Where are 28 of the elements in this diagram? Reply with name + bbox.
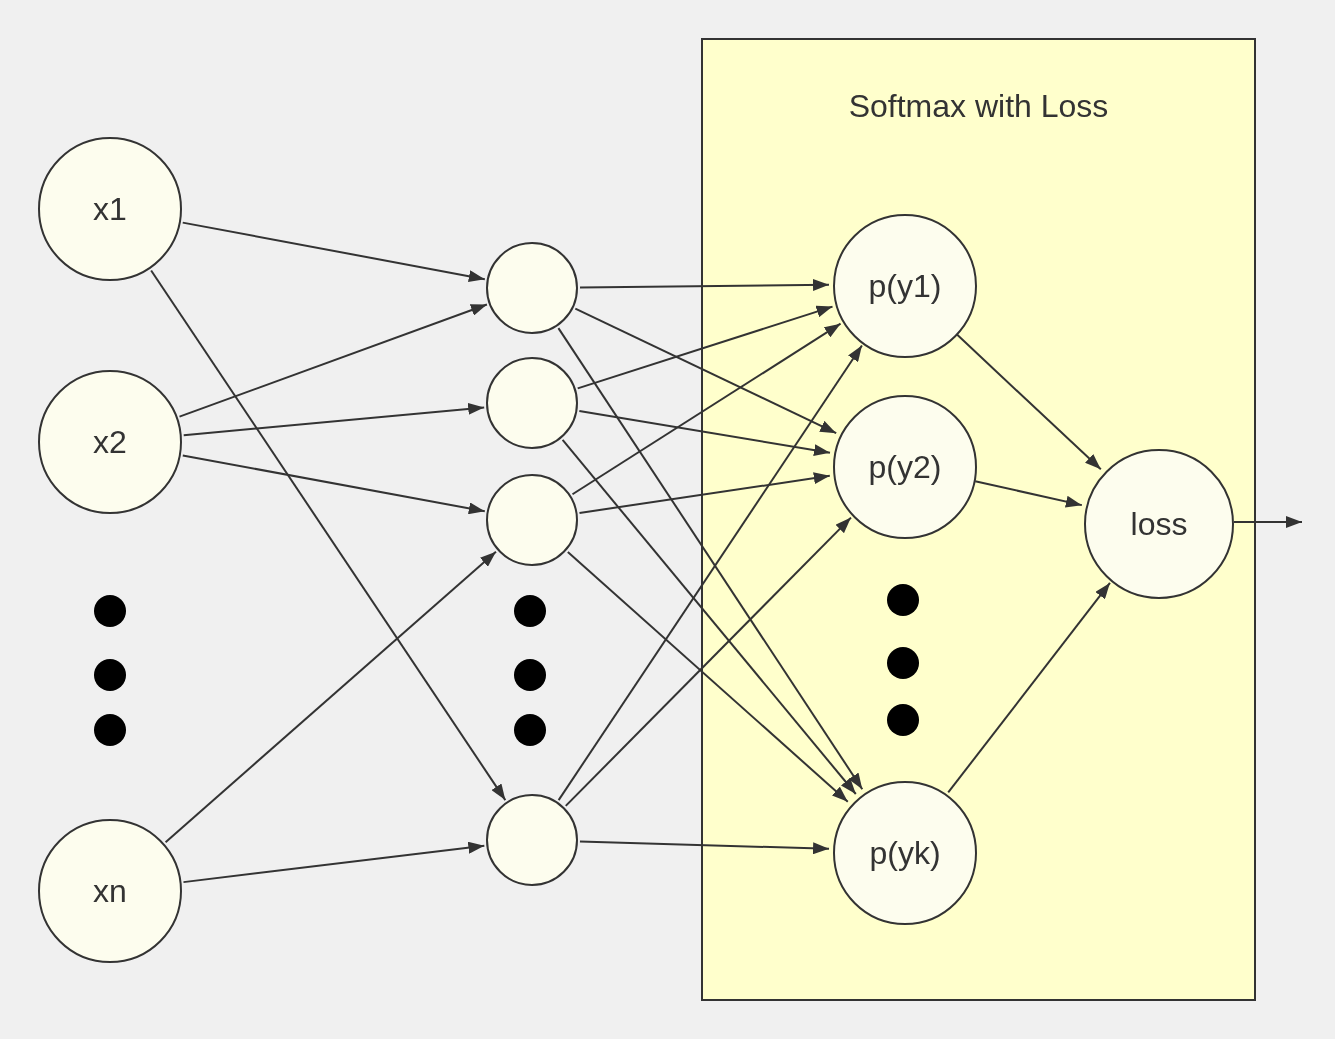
node-label: x1 <box>93 193 127 225</box>
arrow <box>974 480 1083 508</box>
arrow <box>150 269 507 802</box>
arrow <box>579 840 831 855</box>
arrow <box>578 409 831 457</box>
arrow <box>178 303 488 418</box>
arrow <box>164 550 497 844</box>
arrow <box>579 278 830 291</box>
arrow <box>947 581 1111 794</box>
arrow <box>571 322 842 496</box>
arrow <box>561 438 857 795</box>
node-label: p(y2) <box>868 451 942 483</box>
node-label: loss <box>1130 508 1188 540</box>
group-box <box>701 38 1256 1001</box>
arrow <box>182 841 486 884</box>
arrow <box>181 221 486 283</box>
node-label: p(y1) <box>868 270 942 302</box>
node-label: p(yk) <box>869 837 941 869</box>
node-label: x2 <box>93 426 127 458</box>
arrow <box>576 305 834 390</box>
node-label: xn <box>93 875 127 907</box>
arrow <box>956 333 1102 471</box>
group-title: Softmax with Loss <box>847 87 1110 126</box>
arrow <box>181 454 486 515</box>
arrow <box>1233 516 1303 528</box>
arrow <box>182 402 486 437</box>
arrow <box>574 307 838 435</box>
arrow <box>578 472 831 514</box>
